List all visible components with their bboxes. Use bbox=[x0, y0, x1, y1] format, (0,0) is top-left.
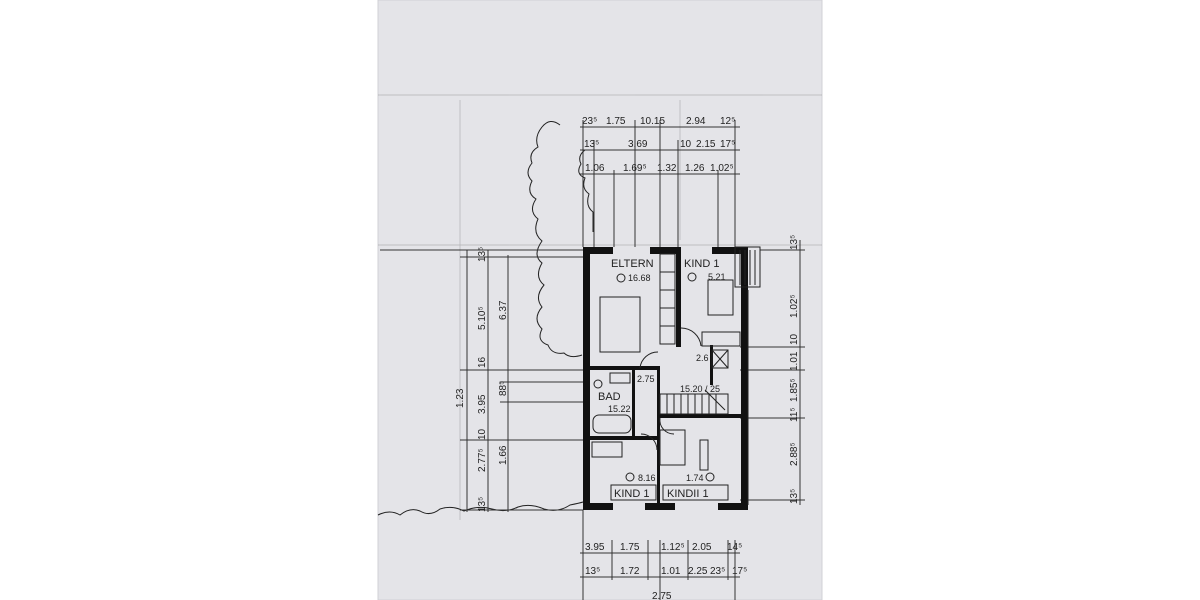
top-dim: 13⁵ bbox=[584, 139, 599, 150]
tree-outline bbox=[527, 121, 594, 358]
left-dim: 13⁵ bbox=[477, 497, 488, 512]
left-dim: 5.10⁵ bbox=[477, 306, 488, 330]
left-dim: 13⁵ bbox=[477, 247, 488, 262]
room-area-kind1-top: 5.21 bbox=[708, 272, 726, 282]
left-dim: 16 bbox=[477, 356, 488, 368]
top-dim: 17⁵ bbox=[720, 139, 735, 150]
room-name-kind1-bottom: KIND 1 bbox=[614, 488, 649, 500]
top-dim: 1.32 bbox=[657, 163, 677, 174]
right-dim: 10 bbox=[789, 333, 800, 345]
bottom-dim: 3.95 bbox=[585, 542, 605, 553]
construction-lines bbox=[378, 94, 822, 520]
top-dim: 1.69⁵ bbox=[623, 163, 647, 174]
left-dim: 88⁵ bbox=[498, 381, 509, 396]
right-dim: 1.02⁵ bbox=[789, 294, 800, 318]
right-dimension-lines bbox=[740, 240, 805, 505]
top-dim: 10 bbox=[680, 139, 692, 150]
top-dim: 2.15 bbox=[696, 139, 716, 150]
bottom-dim: 17⁵ bbox=[732, 566, 747, 577]
bottom-dim: 13⁵ bbox=[585, 566, 600, 577]
bottom-dimension-lines bbox=[580, 510, 740, 600]
top-dim: 1.75 bbox=[606, 116, 626, 127]
room-name-kindii1: KINDII 1 bbox=[667, 488, 709, 500]
top-dim: 1.02⁵ bbox=[710, 163, 734, 174]
room-name-eltern: ELTERN bbox=[611, 258, 654, 270]
bottom-dim: 2.05 bbox=[692, 542, 712, 553]
right-dim: 13⁵ bbox=[789, 235, 800, 250]
room-area-kind1-bottom: 8.16 bbox=[638, 473, 656, 483]
bottom-dim: 1.12⁵ bbox=[661, 542, 685, 553]
top-dim: 10.15 bbox=[640, 116, 665, 127]
left-dimension-lines bbox=[380, 249, 583, 512]
room-area-kindii1: 1.74 bbox=[686, 473, 704, 483]
light-fixture-icon bbox=[705, 472, 715, 482]
left-dim: 2.77⁵ bbox=[477, 448, 488, 472]
bottom-dim: 1.01 bbox=[661, 566, 681, 577]
room-area-eltern: 16.68 bbox=[628, 273, 651, 283]
light-fixture-icon bbox=[616, 273, 626, 283]
light-fixture-icon bbox=[687, 272, 697, 282]
top-dim: 12⁵ bbox=[720, 116, 735, 127]
bottom-dim: 2.25 bbox=[688, 566, 708, 577]
staircase bbox=[659, 389, 729, 415]
right-dim: 1.01 bbox=[789, 351, 800, 371]
hall-area: 2.75 bbox=[637, 374, 655, 384]
light-fixture-icon bbox=[625, 472, 635, 482]
bottom-dim: 1.75 bbox=[620, 542, 640, 553]
room-name-kind1-top: KIND 1 bbox=[684, 258, 719, 270]
left-dim: 1.66 bbox=[498, 445, 509, 465]
stair-label: 15.20 / 25 bbox=[680, 384, 720, 394]
right-dim: 13⁵ bbox=[789, 489, 800, 504]
right-dim: 1.85⁵ bbox=[789, 378, 800, 402]
left-dim: 3.95 bbox=[477, 394, 488, 414]
top-dim: 23⁵ bbox=[582, 116, 597, 127]
balcony bbox=[734, 246, 761, 505]
left-dim: 6.37 bbox=[498, 300, 509, 320]
bottom-dim: 23⁵ bbox=[710, 566, 725, 577]
right-dim: 2.88⁵ bbox=[789, 442, 800, 466]
bottom-dim: 14⁵ bbox=[727, 542, 742, 553]
left-dim: 1.23 bbox=[455, 388, 466, 408]
top-dim: 1.06 bbox=[585, 163, 605, 174]
top-dim: 1.26 bbox=[685, 163, 705, 174]
room-name-bad: BAD bbox=[598, 391, 621, 403]
left-dim: 10 bbox=[477, 428, 488, 440]
top-dim: 2.94 bbox=[686, 116, 706, 127]
right-dim: 11⁵ bbox=[789, 407, 800, 422]
bottom-dim: 1.72 bbox=[620, 566, 640, 577]
furniture bbox=[591, 253, 741, 471]
walls bbox=[583, 247, 748, 510]
top-dim: 3.69 bbox=[628, 139, 648, 150]
bottom-dim: 2.75 bbox=[652, 591, 672, 600]
top-dimension-lines bbox=[580, 120, 740, 247]
room-area-bad: 15.22 bbox=[608, 404, 631, 414]
closet-label: 2.6 bbox=[696, 353, 709, 363]
